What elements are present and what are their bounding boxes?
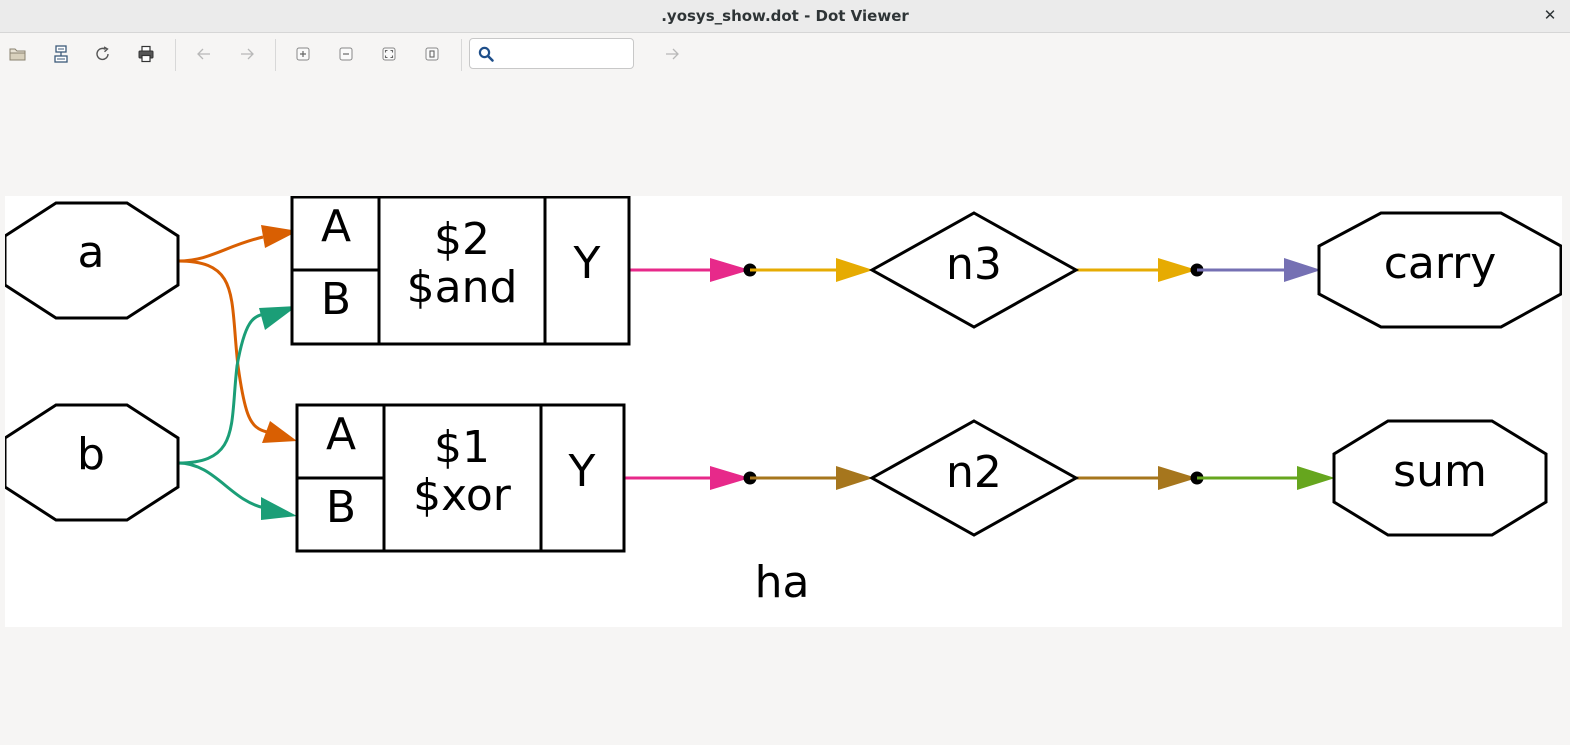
graph-canvas[interactable]: a b A B $2 $and Y A B $1 $xor [5, 196, 1562, 627]
window-title: .yosys_show.dot - Dot Viewer [661, 7, 909, 25]
cell-and[interactable]: A B $2 $and Y [290, 196, 631, 346]
export-icon [54, 45, 68, 63]
toolbar-separator [275, 39, 276, 71]
arrowhead [710, 258, 750, 282]
search-icon [474, 42, 498, 66]
toolbar [0, 33, 1570, 77]
net-n3[interactable]: n3 [868, 211, 1080, 329]
search-input[interactable] [498, 40, 630, 67]
edge-a-to-xor-A [177, 259, 268, 434]
reload-button[interactable] [88, 39, 118, 69]
print-button[interactable] [131, 39, 161, 69]
output-port-sum[interactable]: sum [1332, 419, 1548, 537]
arrowhead [262, 421, 297, 443]
zoom-out-icon [339, 47, 353, 61]
cell-port-A: A [326, 409, 356, 460]
zoom-in-icon [296, 47, 310, 61]
close-icon[interactable]: ✕ [1543, 6, 1557, 24]
edge-b-to-and-B [177, 312, 266, 465]
zoom-100-icon [425, 47, 439, 61]
input-port-label: b [77, 429, 105, 480]
reload-icon [96, 46, 109, 61]
cell-port-B: B [321, 274, 351, 325]
edge-b-to-xor-B [177, 461, 266, 510]
output-port-carry[interactable]: carry [1317, 211, 1562, 329]
cell-type: $and [407, 262, 518, 313]
cell-type: $xor [413, 470, 512, 521]
output-port-label: carry [1384, 238, 1497, 289]
output-port-label: sum [1393, 446, 1487, 497]
net-n2[interactable]: n2 [868, 419, 1080, 537]
back-button[interactable] [189, 39, 219, 69]
toolbar-separator [461, 39, 462, 71]
export-button[interactable] [46, 39, 76, 69]
zoom-out-button[interactable] [331, 39, 361, 69]
net-label: n3 [946, 239, 1002, 290]
input-port-a[interactable]: a [5, 201, 180, 320]
edge-a-to-and-A [177, 235, 264, 263]
input-port-label: a [78, 227, 105, 278]
arrowhead [710, 466, 750, 490]
input-port-b[interactable]: b [5, 403, 180, 522]
arrowhead [1158, 258, 1197, 282]
graph-view: a b A B $2 $and Y A B $1 $xor [5, 196, 1562, 608]
title-bar: .yosys_show.dot - Dot Viewer ✕ [0, 0, 1570, 33]
search-box[interactable] [469, 38, 634, 69]
open-file-icon [9, 48, 26, 61]
cell-xor[interactable]: A B $1 $xor Y [295, 403, 626, 553]
zoom-in-button[interactable] [288, 39, 318, 69]
back-icon [197, 48, 210, 60]
arrowhead [1297, 466, 1335, 490]
zoom-100-button[interactable] [417, 39, 447, 69]
cell-name: $2 [434, 214, 490, 265]
arrowhead [836, 258, 873, 282]
forward-button[interactable] [232, 39, 262, 69]
arrowhead [261, 225, 298, 248]
print-icon [138, 45, 154, 63]
arrowhead [1158, 466, 1197, 490]
cell-port-B: B [326, 482, 356, 533]
arrowhead [1284, 258, 1321, 282]
forward-icon [241, 48, 254, 60]
arrowhead [836, 466, 873, 490]
arrowhead [259, 306, 297, 330]
graph-title: ha [755, 557, 810, 608]
cell-port-Y: Y [573, 238, 601, 289]
find-next-icon [666, 48, 679, 60]
zoom-fit-icon [382, 47, 396, 61]
net-label: n2 [946, 447, 1002, 498]
zoom-fit-button[interactable] [374, 39, 404, 69]
cell-port-Y: Y [568, 446, 596, 497]
toolbar-separator [175, 39, 176, 71]
cell-port-A: A [321, 201, 351, 252]
cell-name: $1 [434, 422, 490, 473]
arrowhead [261, 497, 297, 520]
find-next-button[interactable] [657, 39, 687, 69]
open-file-button[interactable] [3, 39, 33, 69]
